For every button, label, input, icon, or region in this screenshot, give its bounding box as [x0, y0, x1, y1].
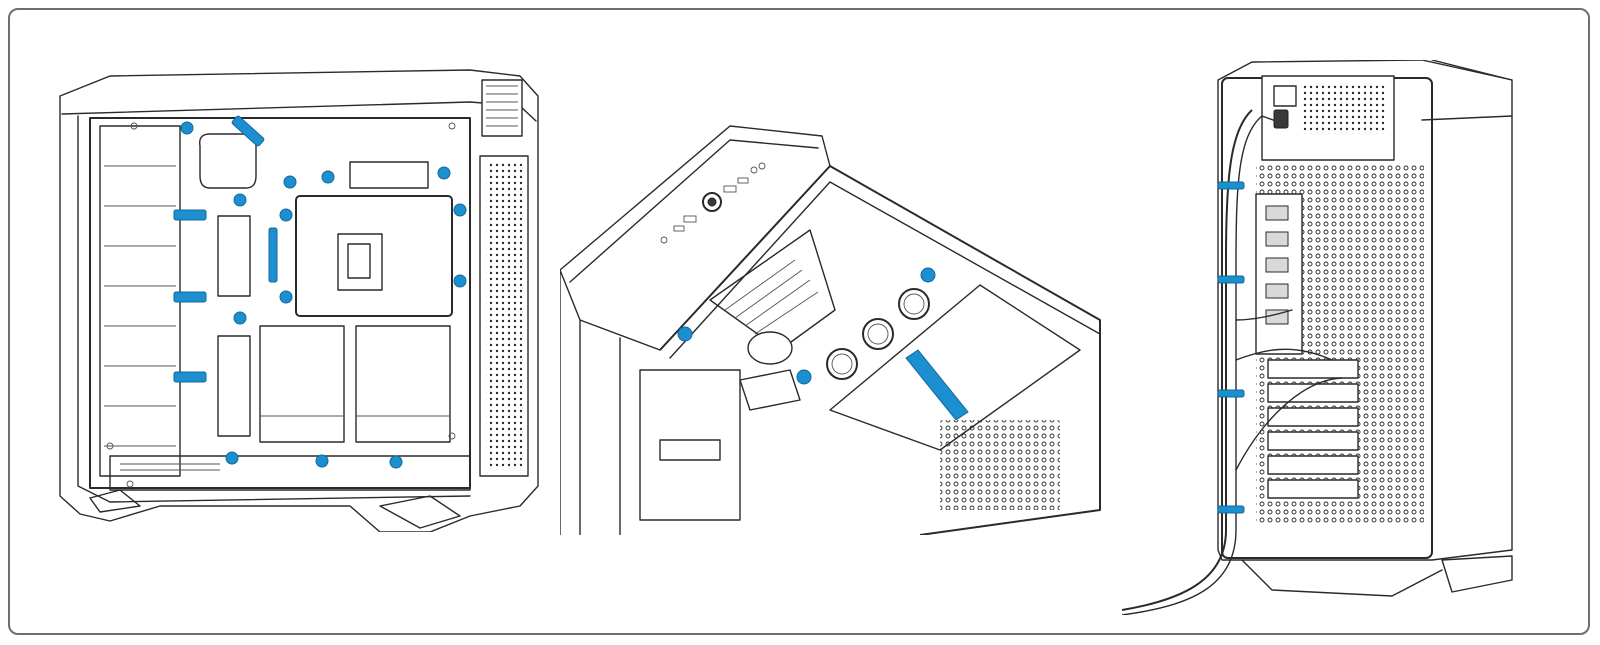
case-top-panel	[560, 120, 1105, 535]
case-rear-panel	[1122, 60, 1514, 615]
pc-case-top-view-icon	[560, 125, 1101, 535]
pc-case-rear-view-icon	[1122, 60, 1513, 615]
cable-tie-points	[173, 115, 467, 469]
cable-ties	[1217, 181, 1245, 514]
rear-vent-grid	[486, 162, 522, 470]
pc-case-side-view-icon	[59, 69, 539, 532]
case-side-panel	[50, 66, 550, 532]
cable-tie-points	[677, 267, 969, 421]
